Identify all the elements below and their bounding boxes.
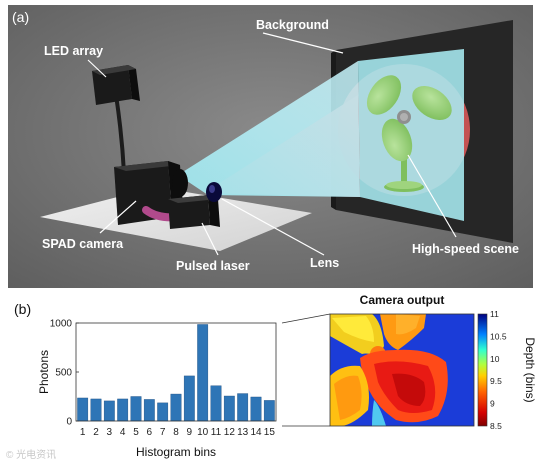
- histogram-bar-14: [250, 396, 262, 422]
- camera-field-of-view: [178, 61, 360, 197]
- background-label: Background: [256, 18, 329, 32]
- histogram-bar-6: [143, 399, 155, 422]
- lens: [206, 182, 222, 202]
- histogram-x-tick-label: 1: [80, 427, 86, 438]
- spad-camera-label: SPAD camera: [42, 237, 124, 251]
- panel-a-label: (a): [12, 9, 29, 25]
- camera-field-square: [358, 49, 464, 221]
- histogram-bar-9: [183, 375, 195, 422]
- callout-lines: [87, 32, 457, 256]
- colorbar-tick-label: 8.5: [490, 421, 502, 431]
- histogram-bars: [77, 324, 275, 422]
- led-array-label: LED array: [44, 44, 103, 58]
- histogram-x-tick-label: 10: [197, 427, 209, 438]
- high-speed-scene-label: High-speed scene: [412, 242, 519, 256]
- pulsed-laser: [168, 195, 220, 229]
- zoom-line-top: [281, 313, 331, 324]
- histogram-y-tick-label: 500: [55, 368, 72, 379]
- panel-b-label: (b): [14, 301, 31, 317]
- colorbar-tick-label: 10.5: [490, 331, 507, 341]
- fan-object: [366, 75, 452, 192]
- depth-map-frame: [329, 313, 475, 427]
- histogram-x-tick-label: 8: [173, 427, 179, 438]
- histogram-bar-13: [237, 393, 249, 422]
- colorbar-tick-label: 9: [490, 399, 495, 409]
- watermark: © 光电资讯: [6, 450, 57, 461]
- colorbar-ticks: 11 10.5 10 9.5 9 8.5: [490, 309, 507, 431]
- pulsed-laser-label: Pulsed laser: [176, 259, 250, 273]
- histogram-x-tick-label: 13: [237, 427, 249, 438]
- histogram-x-tick-label: 2: [93, 427, 99, 438]
- depth-map: [330, 314, 474, 426]
- histogram-bar-12: [223, 395, 235, 422]
- setup-illustration: (a) Background LED array SPAD camera Pul…: [8, 5, 533, 288]
- histogram-y-tick-label: 0: [66, 417, 72, 428]
- histogram-x-tick-label: 4: [120, 427, 126, 438]
- colorbar-tick-label: 11: [490, 309, 499, 319]
- histogram-y-ticks: 0 500 1000: [50, 319, 79, 428]
- histogram-bar-3: [103, 400, 115, 422]
- led-array: [92, 65, 140, 105]
- histogram-x-tick-label: 9: [187, 427, 193, 438]
- depth-colorbar: [477, 313, 488, 427]
- histogram-bar-4: [117, 398, 129, 422]
- histogram-bar-2: [90, 398, 102, 422]
- histogram-bar-11: [210, 385, 222, 422]
- histogram-x-tick-label: 12: [224, 427, 236, 438]
- lens-highlight: [209, 185, 215, 193]
- camera-output-title: Camera output: [360, 293, 445, 307]
- histogram-y-tick-label: 1000: [50, 319, 73, 330]
- histogram-bar-1: [77, 397, 89, 422]
- histogram-bar-15: [263, 400, 275, 422]
- colorbar-label: Depth (bins): [523, 337, 537, 402]
- led-array-pole: [114, 94, 126, 174]
- histogram-x-tick-label: 3: [107, 427, 113, 438]
- histogram-x-tick-label: 15: [264, 427, 276, 438]
- histogram-bar-5: [130, 396, 142, 422]
- histogram-bar-8: [170, 393, 182, 422]
- histogram-x-axis-label: Histogram bins: [136, 445, 216, 459]
- histogram-x-tick-label: 6: [147, 427, 153, 438]
- histogram-bar-10: [197, 324, 209, 422]
- histogram-x-tick-label: 7: [160, 427, 166, 438]
- colorbar-tick-label: 9.5: [490, 376, 502, 386]
- colorbar-tick-label: 10: [490, 354, 500, 364]
- lens-label: Lens: [310, 256, 339, 270]
- histogram-x-tick-label: 11: [211, 427, 222, 438]
- histogram-y-axis-label: Photons: [37, 350, 51, 394]
- histogram-frame: [75, 322, 277, 422]
- histogram-x-tick-label: 5: [133, 427, 139, 438]
- histogram-x-tick-label: 14: [250, 427, 262, 438]
- histogram-bar-7: [157, 402, 169, 422]
